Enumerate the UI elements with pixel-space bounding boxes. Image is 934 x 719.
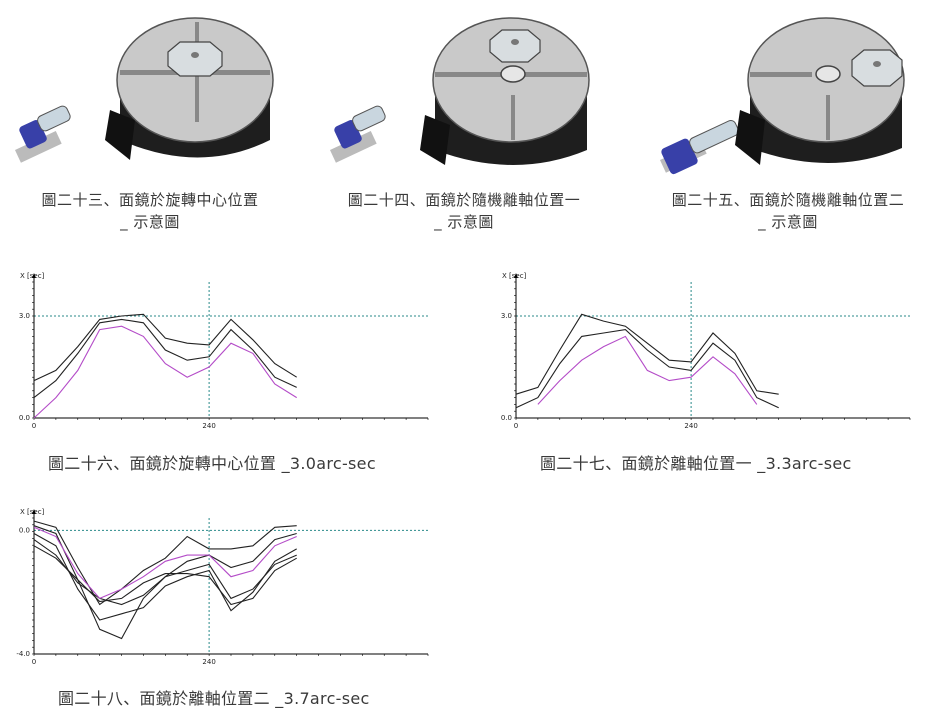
series-line [33, 526, 297, 600]
caption-line: 圖二十四、面鏡於隨機離軸位置一 [347, 191, 581, 209]
caption-line: _ 示意圖 [120, 213, 180, 231]
y-axis-label: X [sec] [20, 272, 45, 280]
y-axis-arrow [514, 273, 518, 278]
probe-icon [330, 105, 386, 163]
figure-caption: 圖二十五、面鏡於隨機離軸位置二 _ 示意圖 [638, 189, 934, 233]
chart-1-svg: X [sec] 3.0 0.00 240 [19, 272, 429, 430]
y-tick-label: 0.0 [19, 414, 30, 422]
series-line [33, 539, 297, 606]
y-tick-label: -4.0 [16, 650, 30, 658]
x-tick-label: 240 [202, 658, 215, 666]
figure-caption: 圖二十四、面鏡於隨機離軸位置一 _ 示意圖 [314, 189, 614, 233]
rotary-table-icon [420, 17, 590, 165]
x-tick-label: 0 [32, 658, 36, 666]
caption-line: 圖二十三、面鏡於旋轉中心位置 [41, 191, 259, 209]
series-line [33, 318, 297, 399]
y-axis-arrow [32, 509, 36, 514]
caption-line: 圖二十五、面鏡於隨機離軸位置二 [671, 191, 905, 209]
illustration-mirror-center [10, 0, 310, 178]
y-axis-label: X [sec] [502, 272, 527, 280]
probe-icon [660, 120, 739, 175]
series-line [33, 533, 297, 621]
chart-caption: 圖二十八、面鏡於離軸位置二 _3.7arc-sec [58, 689, 370, 708]
chart-2-svg: X [sec] 3.0 0.00 240 [501, 272, 911, 430]
rotary-table-icon [735, 17, 905, 165]
series-line [537, 335, 758, 405]
chart-caption: 圖二十七、面鏡於離軸位置一 _3.3arc-sec [540, 454, 852, 473]
illustration-mirror-offaxis-2 [630, 0, 930, 178]
x-tick-label: 0 [514, 422, 518, 430]
probe-icon [15, 105, 71, 163]
y-axis-label: X [sec] [20, 508, 45, 516]
y-tick-label: 3.0 [501, 312, 512, 320]
y-tick-label: 0.0 [501, 414, 512, 422]
series-line [515, 329, 779, 409]
figure-caption: 圖二十三、面鏡於旋轉中心位置 _ 示意圖 [0, 189, 300, 233]
x-tick-label: 240 [202, 422, 215, 430]
rotary-table-icon [105, 17, 274, 160]
series-line [515, 313, 779, 395]
caption-line: _ 示意圖 [434, 213, 494, 231]
x-tick-label: 0 [32, 422, 36, 430]
chart-3-svg: X [sec] 0.0 -4.00 240 [16, 508, 429, 666]
series-line [33, 325, 297, 419]
caption-line: _ 示意圖 [758, 213, 818, 231]
series-line [33, 313, 297, 382]
series-line [33, 545, 297, 606]
x-tick-label: 240 [684, 422, 697, 430]
series-line [33, 520, 297, 606]
illustration-mirror-offaxis-1 [325, 0, 625, 178]
y-tick-label: 0.0 [19, 526, 30, 534]
chart-caption: 圖二十六、面鏡於旋轉中心位置 _3.0arc-sec [48, 454, 376, 473]
y-tick-label: 3.0 [19, 312, 30, 320]
y-axis-arrow [32, 273, 36, 278]
